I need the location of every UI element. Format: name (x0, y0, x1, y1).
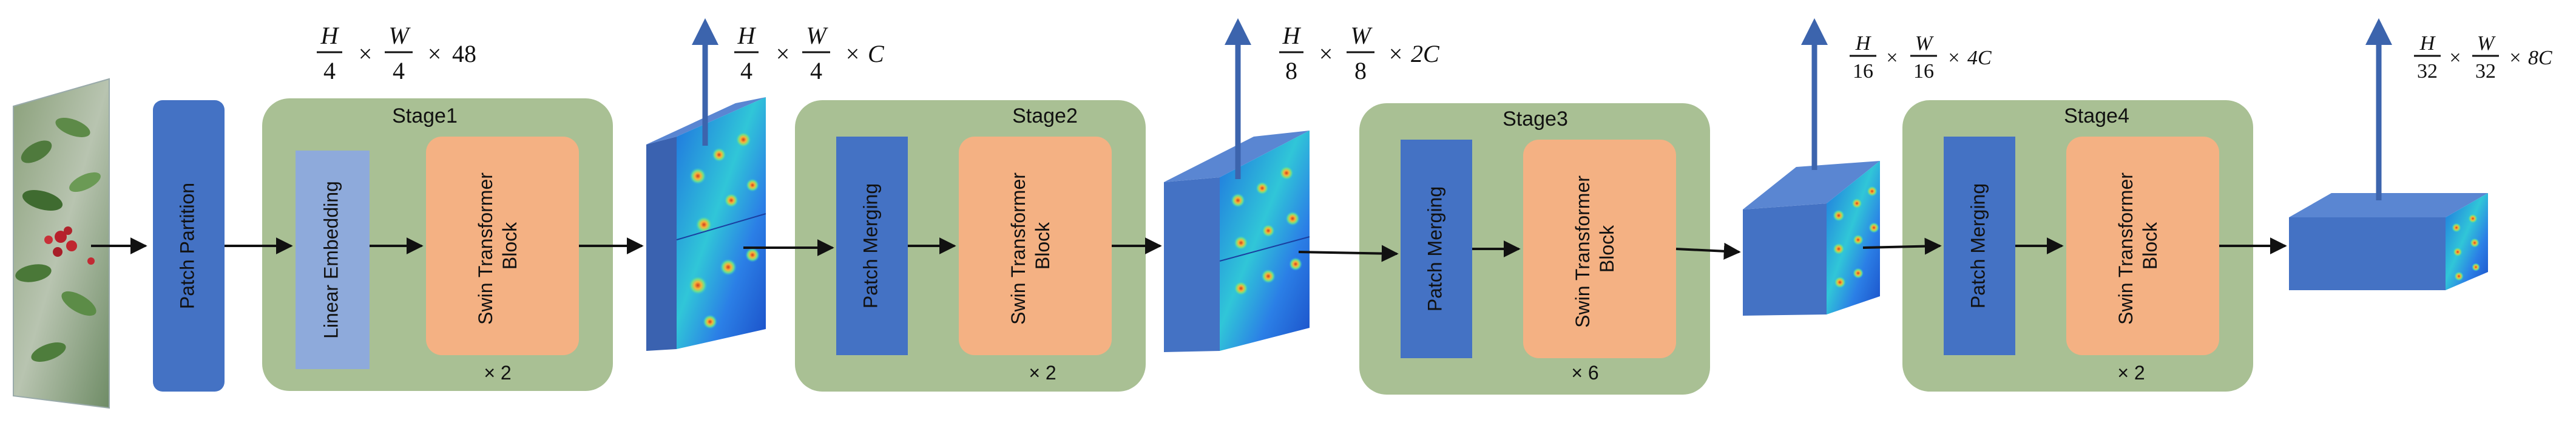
svg-text:H: H (320, 22, 340, 49)
stage4-title: Stage4 (2064, 104, 2129, 127)
input-image (13, 78, 110, 409)
stage2-swin-block: Swin Transformer Block (959, 137, 1112, 355)
patch-partition-label: Patch Partition (176, 183, 198, 309)
stage3-patch-merging-label: Patch Merging (1424, 186, 1445, 311)
svg-text:4C: 4C (1967, 47, 1992, 69)
dimension-label-stage4: H 32 × W 32 × 8C (2414, 32, 2552, 83)
stage4-swin-label-line1: Swin Transformer (2115, 172, 2137, 325)
svg-text:×: × (428, 40, 442, 67)
stage1-title: Stage1 (392, 104, 458, 127)
leaf-photo-icon (15, 118, 101, 362)
dimension-label-input: H 4 × W 4 × 48 (317, 22, 476, 84)
svg-text:Swin Transformer Block: Swin Transformer Block (475, 167, 521, 325)
svg-text:×: × (776, 40, 790, 67)
svg-text:8C: 8C (2528, 47, 2552, 69)
stage4-patch-merging-block: Patch Merging (1944, 137, 2015, 355)
stage2-patch-merging-label: Patch Merging (859, 183, 881, 308)
patch-partition-block: Patch Partition (153, 100, 225, 392)
svg-text:2C: 2C (1411, 40, 1440, 67)
stage3-swin-block: Swin Transformer Block (1523, 140, 1676, 358)
stage2-title: Stage2 (1012, 104, 1078, 127)
stage1-swin-label-line2: Block (499, 222, 521, 270)
svg-text:Swin Transformer Block: Swin Transformer Block (2115, 167, 2161, 325)
svg-text:×: × (2449, 47, 2461, 69)
stage3-swin-label-line2: Block (1596, 225, 1618, 273)
svg-text:H: H (1282, 22, 1302, 49)
stage2-patch-merging-block: Patch Merging (836, 137, 908, 355)
svg-text:W: W (1350, 22, 1373, 49)
stage4-swin-label-line2: Block (2139, 222, 2161, 270)
dimension-label-stage3: H 16 × W 16 × 4C (1850, 32, 1992, 83)
svg-text:Swin Transformer Block: Swin Transformer Block (1007, 167, 1053, 325)
svg-text:×: × (1948, 47, 1959, 69)
feature-map-2 (1164, 131, 1310, 352)
svg-text:W: W (1915, 32, 1934, 55)
svg-text:8: 8 (1354, 57, 1367, 84)
svg-text:8: 8 (1285, 57, 1297, 84)
svg-text:4: 4 (323, 57, 336, 84)
stage4-swin-block: Swin Transformer Block (2066, 137, 2219, 355)
stage3-title: Stage3 (1503, 107, 1568, 131)
svg-text:×: × (1319, 40, 1333, 67)
output-arrow-1 (692, 18, 718, 146)
stage4-container: Stage4 Patch Merging Swin Transformer Bl… (1902, 100, 2253, 392)
svg-text:32: 32 (2417, 60, 2438, 83)
svg-text:32: 32 (2475, 60, 2496, 83)
svg-text:Swin Transformer Block: Swin Transformer Block (1572, 170, 1618, 328)
svg-text:W: W (2477, 32, 2496, 55)
stage1-linear-embedding-block: Linear Embedding (296, 151, 370, 369)
dimension-label-stage2: H 8 × W 8 × 2C (1279, 22, 1440, 84)
svg-text:4: 4 (810, 57, 822, 84)
svg-text:×: × (2509, 47, 2521, 69)
stage2-repeat-label: × 2 (1029, 362, 1056, 384)
svg-text:×: × (359, 40, 373, 67)
output-arrows (692, 18, 2392, 200)
output-arrow-2 (1225, 18, 1251, 179)
stage1-linear-embedding-label: Linear Embedding (320, 181, 342, 339)
stage4-repeat-label: × 2 (2117, 362, 2145, 384)
feature-map-4 (2289, 193, 2488, 290)
svg-text:16: 16 (1913, 60, 1934, 83)
svg-text:C: C (868, 40, 885, 67)
svg-text:×: × (1389, 40, 1403, 67)
svg-text:H: H (1855, 32, 1872, 55)
stage1-container: Stage1 Linear Embedding Swin Transformer… (262, 98, 613, 391)
feature-map-1 (646, 97, 766, 351)
stage2-container: Stage2 Patch Merging Swin Transformer Bl… (795, 100, 1146, 392)
output-arrow-4 (2365, 18, 2392, 200)
stage2-swin-label-line2: Block (1032, 222, 1053, 270)
svg-text:W: W (388, 22, 411, 49)
svg-text:H: H (2419, 32, 2436, 55)
stage1-repeat-label: × 2 (484, 362, 511, 384)
svg-text:×: × (1886, 47, 1898, 69)
stage1-swin-block: Swin Transformer Block (426, 137, 579, 355)
arrow-map3-to-stage4 (1862, 237, 1942, 255)
flow-arrows (91, 237, 2287, 262)
stage2-swin-label-line1: Swin Transformer (1007, 172, 1029, 325)
svg-text:×: × (846, 40, 860, 67)
svg-text:W: W (806, 22, 828, 49)
arrow-stage3-to-map3 (1675, 242, 1741, 260)
stage4-patch-merging-label: Patch Merging (1967, 183, 1989, 308)
stage3-patch-merging-block: Patch Merging (1401, 140, 1472, 358)
svg-text:H: H (737, 22, 757, 49)
stage3-swin-label-line1: Swin Transformer (1572, 175, 1594, 328)
stage3-container: Stage3 Patch Merging Swin Transformer Bl… (1359, 103, 1710, 395)
output-arrow-3 (1801, 18, 1828, 170)
arrow-map2-to-stage3 (1298, 245, 1399, 262)
dimension-label-stage1: H 4 × W 4 × C (734, 22, 885, 84)
stage1-swin-label-line1: Swin Transformer (475, 172, 496, 325)
stage3-repeat-label: × 6 (1571, 362, 1598, 384)
feature-map-3 (1743, 161, 1880, 316)
svg-text:16: 16 (1853, 60, 1873, 83)
svg-text:48: 48 (452, 40, 476, 67)
svg-text:4: 4 (393, 57, 405, 84)
svg-text:4: 4 (740, 57, 752, 84)
